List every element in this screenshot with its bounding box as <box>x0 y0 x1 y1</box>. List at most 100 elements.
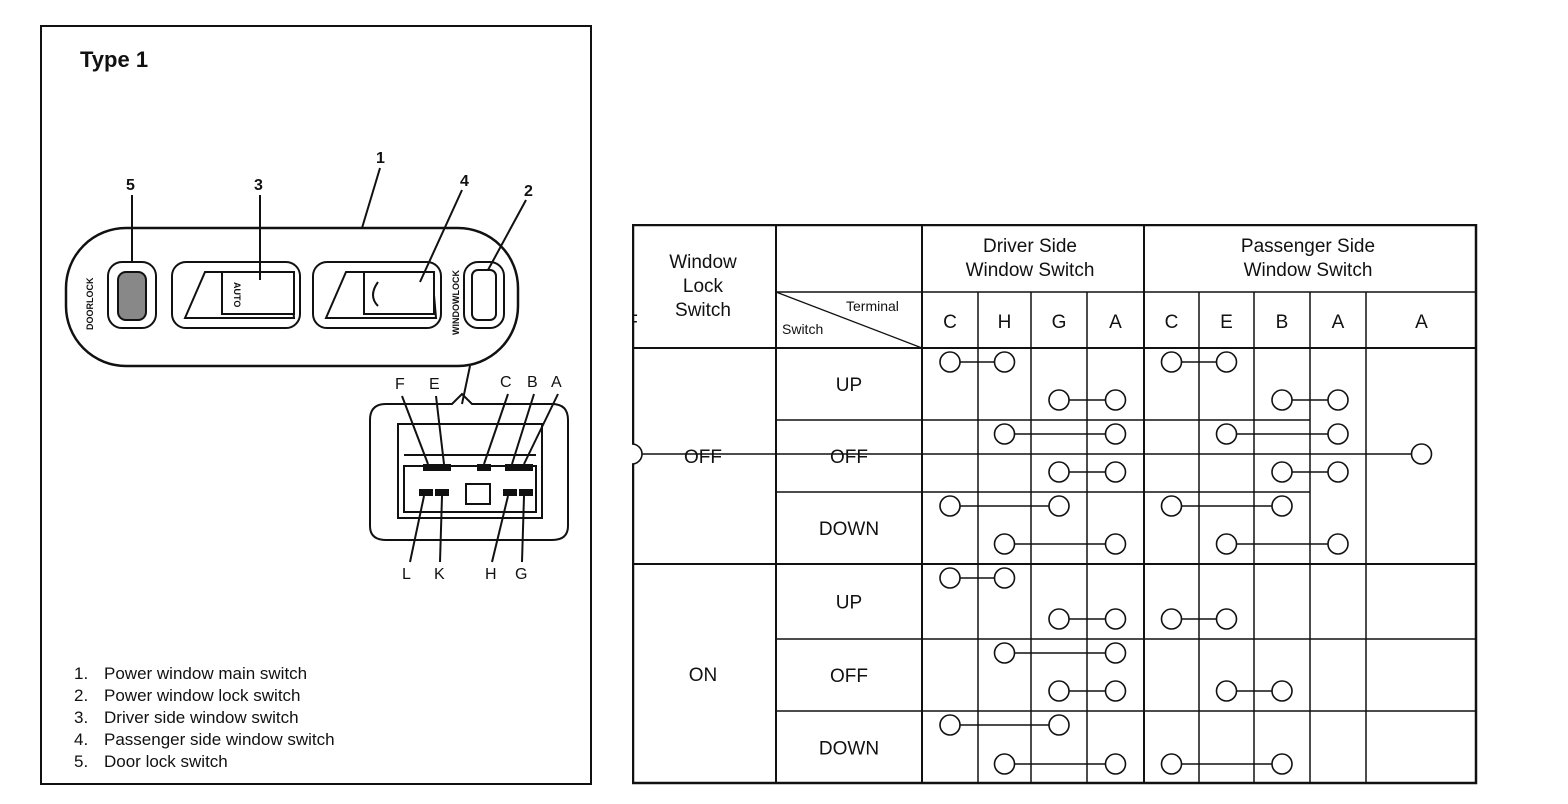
switch-position-label: DOWN <box>819 519 879 540</box>
legend-text: Power window lock switch <box>104 686 301 705</box>
legend-number: 4. <box>74 730 89 749</box>
continuity-node <box>1160 753 1183 775</box>
continuity-table: Window Lock Switch Driver Side Window Sw… <box>632 224 1478 785</box>
connector-label: K <box>434 566 445 583</box>
continuity-connection <box>1160 608 1238 630</box>
continuity-node <box>1271 495 1293 517</box>
callout-5: 5 <box>126 177 135 194</box>
continuity-connection <box>1215 423 1349 445</box>
continuity-connection <box>1048 389 1127 411</box>
table-border <box>632 224 1478 785</box>
legend-number: 3. <box>74 708 89 727</box>
continuity-node <box>1104 423 1127 445</box>
continuity-node <box>1048 714 1070 736</box>
header-window-lock: Window <box>669 252 737 273</box>
legend-text: Driver side window switch <box>104 708 299 727</box>
driver-group-header: Driver Side <box>983 236 1077 257</box>
auto-label: AUTO <box>232 282 242 307</box>
continuity-connection <box>939 714 1070 736</box>
switch-position-label: UP <box>836 375 862 396</box>
continuity-node <box>632 443 643 465</box>
callout-1: 1 <box>376 150 385 167</box>
continuity-node <box>1271 753 1293 775</box>
continuity-node <box>1271 461 1293 483</box>
continuity-node <box>1327 461 1349 483</box>
connector-pin <box>437 464 451 471</box>
callout-3: 3 <box>254 177 263 194</box>
continuity-node <box>1327 389 1349 411</box>
continuity-node <box>1048 389 1070 411</box>
continuity-connection <box>1215 680 1293 702</box>
terminal-header: C <box>1165 312 1179 333</box>
lock-state-label: OFF <box>684 447 722 468</box>
doorlock-label: DOORLOCK <box>85 277 95 330</box>
passenger-group-header: Window Switch <box>1244 260 1373 281</box>
window-lock-button <box>471 269 497 321</box>
callout-4: 4 <box>460 173 469 190</box>
connector-pin <box>477 464 491 471</box>
passenger-switch-button <box>363 271 435 315</box>
continuity-node <box>1271 389 1293 411</box>
header-window-lock: Switch <box>675 300 731 321</box>
continuity-connection <box>1160 495 1293 517</box>
terminal-header: A <box>1332 312 1345 333</box>
continuity-node <box>1327 423 1349 445</box>
continuity-node <box>939 495 961 517</box>
continuity-node <box>939 714 961 736</box>
continuity-node <box>993 642 1016 664</box>
continuity-connection <box>1215 533 1349 555</box>
switch-position-label: UP <box>836 593 862 614</box>
legend: 1.Power window main switch 2.Power windo… <box>74 663 335 773</box>
connector-pin <box>505 464 519 471</box>
legend-text: Passenger side window switch <box>104 730 335 749</box>
connector-body <box>397 423 543 519</box>
driver-switch-bezel <box>171 261 301 329</box>
continuity-connection <box>993 753 1127 775</box>
connector-housing <box>369 392 569 541</box>
connector-face <box>403 465 537 513</box>
continuity-node <box>1215 680 1238 702</box>
continuity-node <box>1104 753 1127 775</box>
continuity-connection <box>939 567 1016 589</box>
legend-item: 3. Driver side window switch <box>74 707 335 729</box>
continuity-connection <box>1048 461 1127 483</box>
connector-key <box>465 483 491 505</box>
terminal-header: A <box>1109 312 1122 333</box>
legend-text: Power window main switch <box>104 664 308 683</box>
connector-label: E <box>429 376 440 393</box>
continuity-node <box>1048 680 1070 702</box>
continuity-node <box>1104 642 1127 664</box>
continuity-node <box>1048 495 1070 517</box>
header-terminal: Terminal <box>846 298 899 314</box>
connector-label: F <box>395 376 405 393</box>
continuity-connection <box>1271 389 1349 411</box>
terminal-header: F <box>632 312 638 333</box>
driver-switch-button <box>221 271 295 315</box>
continuity-node <box>1160 608 1183 630</box>
continuity-node <box>1215 423 1238 445</box>
continuity-node <box>1104 680 1127 702</box>
connector-pin <box>419 489 433 496</box>
switch-position-label: DOWN <box>819 739 879 760</box>
continuity-connection <box>1271 461 1349 483</box>
passenger-switch-bezel <box>312 261 442 329</box>
continuity-node <box>993 567 1016 589</box>
terminal-header: A <box>1415 312 1428 333</box>
terminal-header: B <box>1276 312 1289 333</box>
connector-label: A <box>551 374 562 391</box>
connector-pin <box>503 489 517 496</box>
legend-item: 2.Power window lock switch <box>74 685 335 707</box>
connector-pin <box>435 489 449 496</box>
continuity-node <box>939 567 961 589</box>
legend-item: 5.Door lock switch <box>74 751 335 773</box>
continuity-node <box>1327 533 1349 555</box>
continuity-connection <box>939 351 1016 373</box>
terminal-header: C <box>943 312 957 333</box>
continuity-node <box>1271 680 1293 702</box>
continuity-node <box>1215 351 1238 373</box>
driver-group-header: Window Switch <box>966 260 1095 281</box>
continuity-node <box>1160 495 1183 517</box>
continuity-connection <box>993 423 1127 445</box>
terminal-header: H <box>998 312 1012 333</box>
continuity-node <box>1160 351 1183 373</box>
